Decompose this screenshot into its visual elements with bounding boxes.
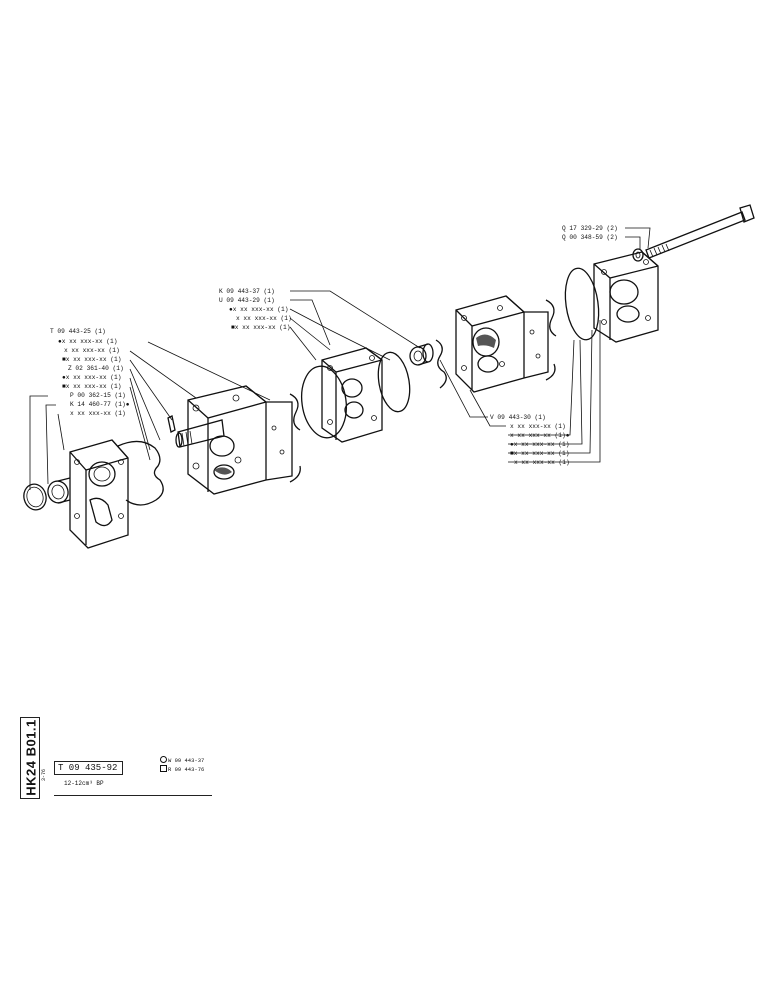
- label-left-2: ●x xx xxx-xx (1): [58, 338, 117, 345]
- shaft-key: [167, 415, 176, 433]
- square-icon: [160, 765, 167, 772]
- side-subcode-text: 3-76: [41, 769, 47, 782]
- label-left-10: x xx xxx-xx (1): [70, 410, 126, 417]
- label-top-2: Q 00 348-59 (2): [562, 234, 618, 241]
- label-left-6: ●x xx xxx-xx (1): [62, 374, 121, 381]
- rear-pump-body: [455, 295, 549, 393]
- label-middle-5: ■x xx xxx-xx (1): [231, 324, 290, 331]
- label-left-8: P 00 362-15 (1): [70, 392, 126, 399]
- label-left-3: x xx xxx-xx (1): [64, 347, 120, 354]
- tie-bolt: [645, 204, 755, 259]
- label-right-4: ●x xx xxx-xx (1): [510, 441, 569, 448]
- label-right-3: x xx xxx-xx (1)●: [510, 432, 570, 439]
- coupling-sleeve: [409, 343, 434, 366]
- label-left-5: Z 02 361-40 (1): [68, 365, 124, 372]
- leader-lines: [29, 227, 651, 490]
- seal-ring-large: [300, 365, 348, 439]
- side-code-text: HK24 B01.1: [23, 719, 39, 796]
- circle-icon: [160, 756, 167, 763]
- front-gasket: [117, 440, 164, 506]
- alternate-reference-item: R 09 443-76: [160, 765, 204, 774]
- alternate-reference-item: W 09 443-37: [160, 756, 204, 765]
- title-block-rule: [54, 795, 212, 796]
- label-left-9: K 14 460-77 (1)●: [70, 401, 130, 408]
- labels-middle: K 09 443-37 (1) U 09 443-29 (1) ●x xx xx…: [219, 288, 292, 331]
- middle-gasket-right: [435, 339, 447, 389]
- alternate-reference-list: W 09 443-37 R 09 443-76: [160, 756, 204, 774]
- label-middle-2: U 09 443-29 (1): [219, 297, 275, 304]
- label-middle-4: x xx xxx-xx (1): [236, 315, 292, 322]
- label-right-6: x xx xxx-xx (1): [514, 459, 570, 466]
- snap-ring: [23, 483, 47, 511]
- labels-right: V 09 443-30 (1) x xx xxx-xx (1) x xx xxx…: [490, 414, 570, 466]
- document-side-code: HK24 B01.1: [20, 717, 40, 799]
- seal-ring-middle: [377, 351, 411, 413]
- label-left-7: ■x xx xxx-xx (1): [62, 383, 121, 390]
- label-middle-1: K 09 443-37 (1): [219, 288, 275, 295]
- label-left-1: T 09 443-25 (1): [50, 328, 106, 335]
- labels-top: Q 17 329-29 (2) Q 00 348-59 (2): [562, 225, 618, 241]
- rear-cover: [593, 251, 659, 343]
- rear-seal-ring: [564, 267, 600, 341]
- label-right-2: x xx xxx-xx (1): [510, 423, 566, 430]
- label-left-4: ■x xx xxx-xx (1): [62, 356, 121, 363]
- labels-left: T 09 443-25 (1) ●x xx xxx-xx (1) x xx xx…: [50, 328, 130, 417]
- front-flange-cover: [69, 439, 129, 549]
- document-side-subcode: 3-76: [39, 756, 49, 796]
- rear-gasket: [545, 299, 557, 381]
- shaft-seal: [47, 477, 71, 504]
- intermediate-plate: [321, 347, 383, 443]
- washer: [632, 248, 644, 262]
- front-pump-body: [175, 385, 293, 495]
- label-right-5: ■x xx xxx-xx (1): [510, 450, 569, 457]
- label-top-1: Q 17 329-29 (2): [562, 225, 618, 232]
- alternate-reference-text: W 09 443-37: [168, 757, 205, 764]
- alternate-reference-text: R 09 443-76: [168, 766, 205, 773]
- reference-number-box: T 09 435-92: [54, 761, 123, 775]
- reference-description: 12-12cm³ BP: [64, 780, 104, 787]
- label-middle-3: ●x xx xxx-xx (1): [229, 306, 288, 313]
- middle-gasket-left: [289, 393, 301, 483]
- label-right-1: V 09 443-30 (1): [490, 414, 546, 421]
